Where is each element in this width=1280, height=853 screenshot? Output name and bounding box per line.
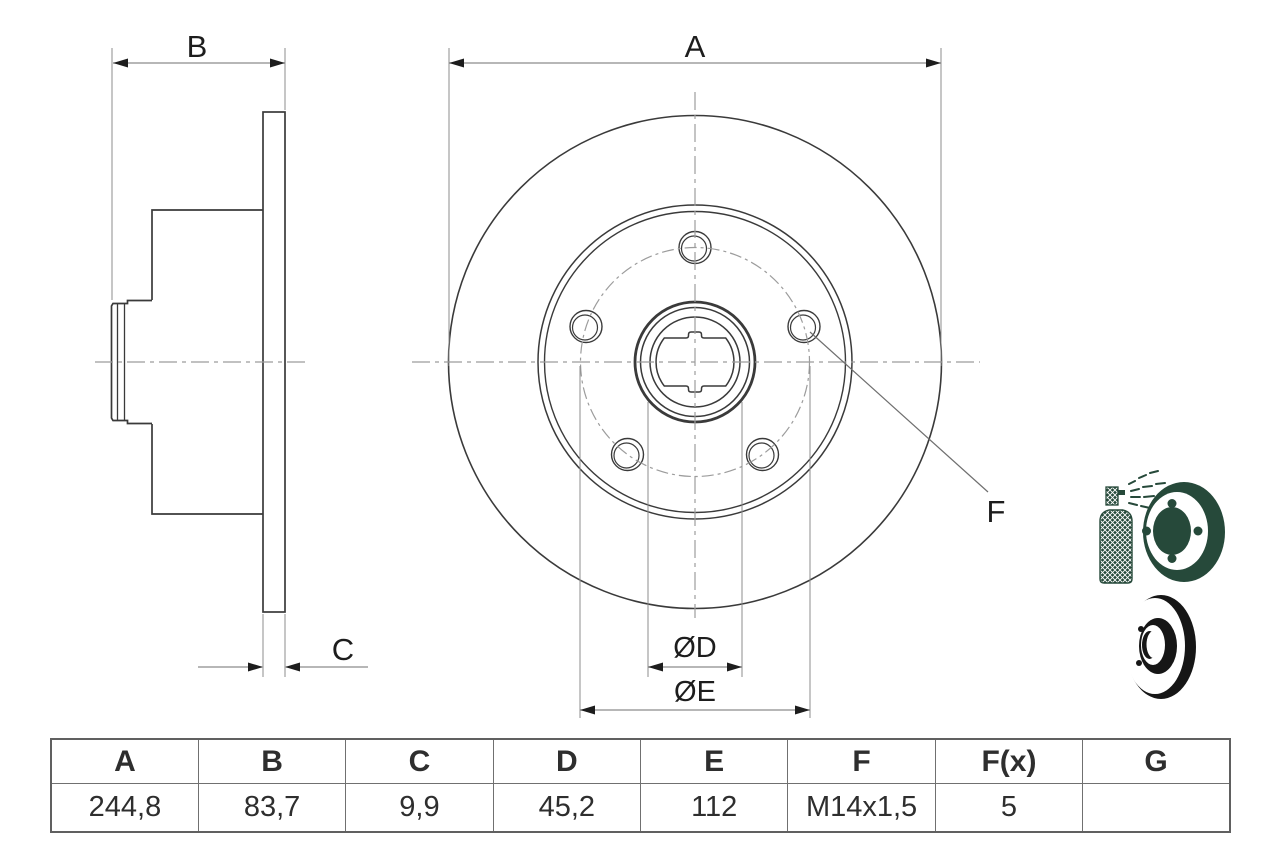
dimension-c: C	[198, 614, 368, 677]
leader-f: F	[809, 331, 1006, 529]
spec-table: A B C D E F F(x) G 244,8 83,7 9,9 45,2 1…	[50, 738, 1231, 833]
spec-header-c: C	[345, 738, 494, 784]
spec-table-value-row: 244,8 83,7 9,9 45,2 112 M14x1,5 5	[50, 783, 1231, 833]
arrowhead	[285, 662, 300, 672]
spray-can-cap	[1105, 486, 1119, 506]
spec-header-d: D	[492, 738, 642, 784]
arrowhead	[795, 705, 810, 715]
spec-header-fx: F(x)	[934, 738, 1084, 784]
bolt-hole-upper-left	[569, 309, 603, 344]
arrowhead	[926, 58, 941, 68]
bolt-hole-upper-right	[787, 309, 821, 344]
side-view	[110, 111, 286, 613]
hub-profile	[151, 209, 263, 515]
arrowhead	[449, 58, 464, 68]
dim-label-f: F	[987, 494, 1006, 529]
spec-header-g: G	[1082, 738, 1231, 784]
dimension-b: B	[111, 29, 286, 300]
spec-value-g	[1082, 783, 1231, 833]
dim-label-a: A	[685, 29, 706, 64]
dimension-dia-e: ØE	[579, 366, 811, 718]
spec-header-f: F	[787, 738, 936, 784]
spec-header-b: B	[197, 738, 347, 784]
dim-label-dia-e: ØE	[674, 676, 716, 708]
bore-spline-profile	[655, 331, 735, 393]
spec-table-header-row: A B C D E F F(x) G	[50, 738, 1231, 784]
dimension-a: A	[448, 29, 942, 366]
coating-spray-icon	[1099, 470, 1225, 584]
spec-header-e: E	[639, 738, 789, 784]
arrowhead	[248, 662, 263, 672]
spec-value-d: 45,2	[492, 783, 642, 833]
dimension-dia-d: ØD	[647, 402, 743, 677]
spec-value-b: 83,7	[197, 783, 347, 833]
brake-disc-3d-icon	[1125, 595, 1196, 699]
dim-label-b: B	[187, 29, 208, 64]
spray-can-nozzle	[1118, 490, 1125, 495]
spec-value-f: M14x1,5	[787, 783, 936, 833]
hub-lip-steps	[116, 303, 126, 421]
spray-can-body	[1099, 509, 1133, 584]
spec-value-a: 244,8	[50, 783, 199, 833]
arrowhead	[727, 662, 742, 672]
spec-value-fx: 5	[934, 783, 1084, 833]
arrowhead	[648, 662, 663, 672]
spec-value-e: 112	[639, 783, 789, 833]
dim-label-c: C	[332, 632, 354, 667]
bolt-hole-lower-right	[745, 437, 780, 472]
spec-value-c: 9,9	[345, 783, 494, 833]
arrowhead	[580, 705, 595, 715]
bolt-hole-lower-left	[610, 437, 645, 472]
arrowhead	[113, 58, 128, 68]
spec-header-a: A	[50, 738, 199, 784]
arrowhead	[270, 58, 285, 68]
dim-label-dia-d: ØD	[673, 632, 717, 664]
spray-droplets	[1128, 470, 1166, 509]
